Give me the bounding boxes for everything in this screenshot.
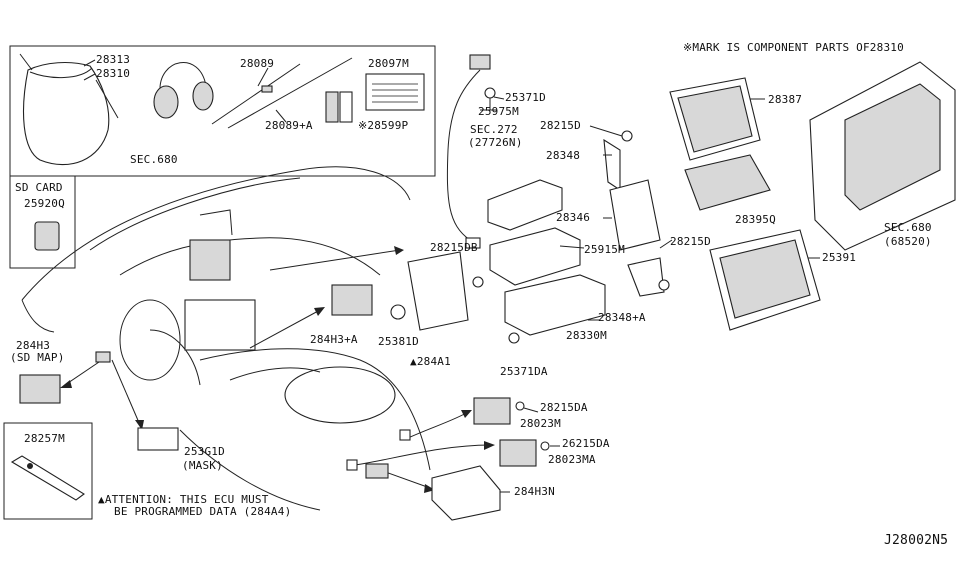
label-284h3: 284H3 [16,339,51,352]
pad-icon [609,179,661,251]
attention-line-1: ▲ATTENTION: THIS ECU MUST [98,493,269,506]
bracket-icon [603,138,621,192]
attention-line-2: BE PROGRAMMED DATA (284A4) [114,505,292,518]
label-sec680-left: SEC.680 [130,153,178,166]
label-sec680-right: SEC.680 [884,221,932,234]
label-28215db: 28215DB [430,241,478,254]
label-sec680-right-sub: (68520) [884,235,932,248]
headphones-icon [153,61,214,119]
aux-connector-icon [346,459,358,471]
screw-26215da-icon [540,441,550,451]
audio-cable-icon [211,57,353,129]
sd-card-icon [34,221,60,251]
sd-map-connector-icon [95,351,111,363]
label-284h3-sub: (SD MAP) [10,351,65,364]
label-25371da: 25371DA [500,365,548,378]
label-25371d: 25371D [505,91,546,104]
sd-map-reader-icon [19,374,61,404]
label-28348: 28348 [546,149,581,162]
remote-part: 28257M [24,432,65,445]
label-28215da: 28215DA [540,401,588,414]
screw-28215da-icon [515,401,525,411]
usb-module-icon [331,284,373,316]
leader-lines [83,59,820,493]
label-25915m: 25915M [584,243,625,256]
label-28313: 28313 [96,53,131,66]
footer-code: J28002N5 [884,533,949,548]
accessory-box-outline [9,45,436,177]
battery-icon [325,91,353,123]
dashboard-icon [21,166,431,511]
remote-box-outline [3,422,93,520]
sd-card-part: 25920Q [24,197,65,210]
audio-unit-icon [504,274,606,336]
camera-control-a-icon [499,439,537,467]
label-28310: 28310 [96,67,131,80]
antenna-cable-icon [446,54,491,249]
bolt-icon [621,130,633,142]
label-25391: 25391 [822,251,857,264]
label-28348a: 28348+A [598,311,646,324]
remote-control-icon [10,455,85,501]
screw-da-icon [508,332,520,344]
label-284h3n: 284H3N [514,485,555,498]
headphone-pouch-icon [19,53,119,166]
screw-db-icon [472,276,484,288]
label-sec272: SEC.272 [470,123,518,136]
label-284a1: ▲284A1 [410,355,451,368]
sd-card-title: SD CARD [15,181,63,194]
label-28097m: 28097M [368,57,409,70]
label-28023ma: 28023MA [548,453,596,466]
label-284h3a: 284H3+A [310,333,358,346]
label-253g1d-sub: (MASK) [182,459,223,472]
label-26215da: 26215DA [562,437,610,450]
switch-panel-icon [709,229,821,331]
telematics-unit-icon [487,179,563,231]
display-icon [669,77,761,161]
label-28330m: 28330M [566,329,607,342]
label-25975m: 25975M [478,105,519,118]
ecu-icon [407,251,469,331]
label-28395q: 28395Q [735,213,776,226]
socket-icon [365,463,389,479]
label-28089: 28089 [240,57,275,70]
camera-control-icon [473,397,511,425]
usb-connector-icon [399,429,411,441]
header-note: ※MARK IS COMPONENT PARTS OF28310 [683,41,904,54]
cluster-finisher-icon [809,61,956,251]
label-28215d-mid: 28215D [670,235,711,248]
navigation-unit-icon [489,227,581,286]
connector-25381d-icon [390,304,406,320]
label-28089a: 28089+A [265,119,313,132]
bolt-28215d-icon [658,279,670,291]
label-28387: 28387 [768,93,803,106]
screw-icon [484,87,496,110]
label-28023m: 28023M [520,417,561,430]
mask-icon [137,427,179,451]
label-28599p: ※28599P [358,119,409,132]
control-panel-icon [684,154,771,211]
label-25381d: 25381D [378,335,419,348]
label-28346: 28346 [556,211,591,224]
label-28215d-top: 28215D [540,119,581,132]
bracket-a-icon [627,257,665,297]
label-card-icon [365,73,425,111]
sd-card-box-outline [9,175,76,269]
usb-hub-icon [431,465,501,521]
label-253g1d: 253G1D [184,445,225,458]
label-sec272-sub: (27726N) [468,136,523,149]
